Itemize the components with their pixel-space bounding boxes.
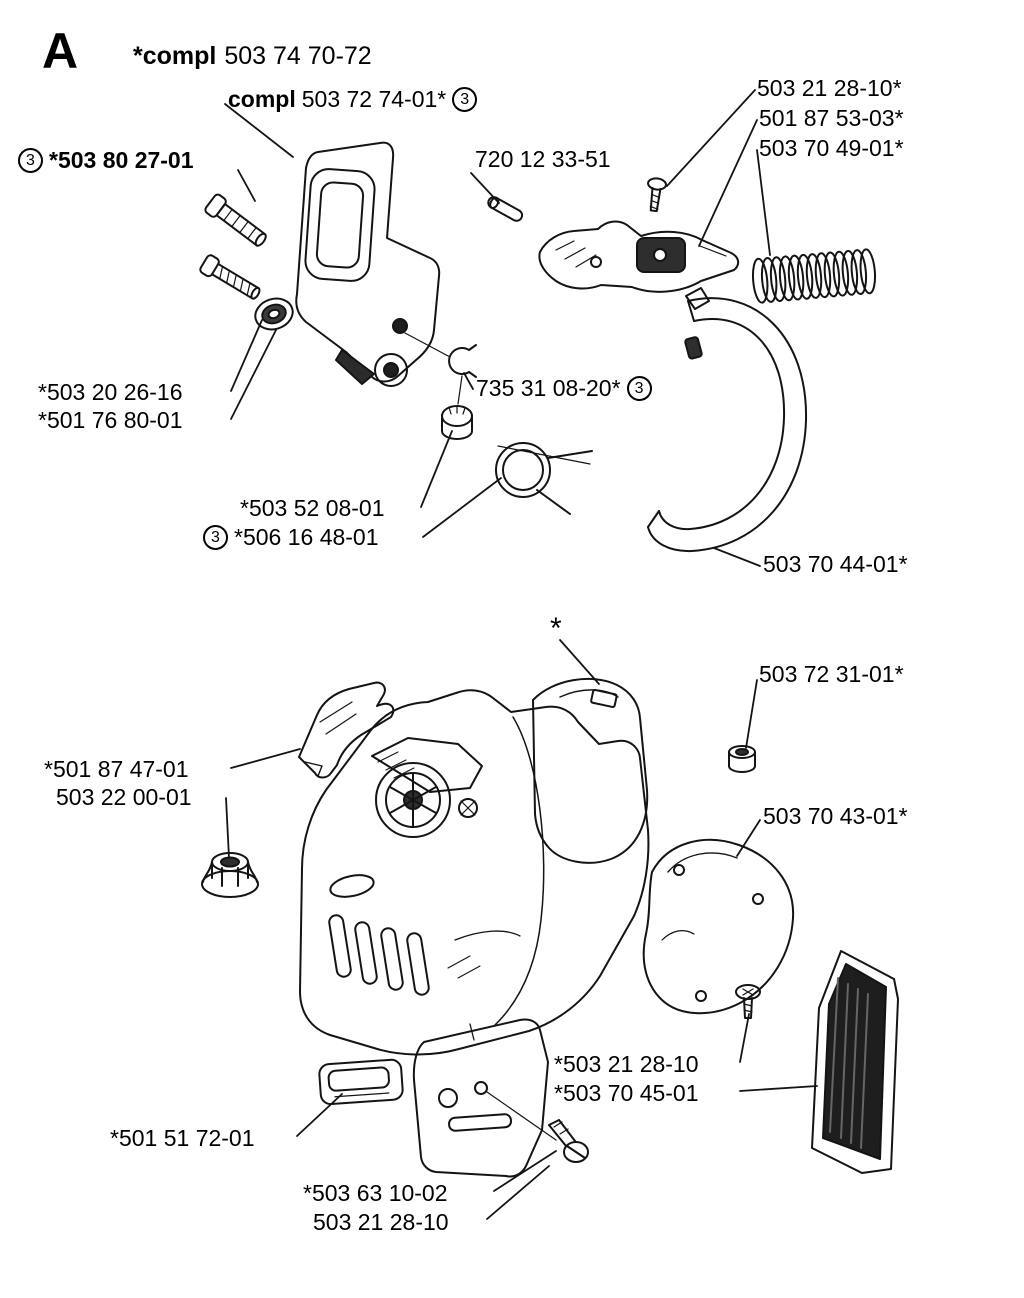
asterisk-note: *	[550, 612, 562, 646]
part-label-735-31-08-20: 735 31 08-20* 3	[476, 375, 652, 402]
label-text: *503 63 10-02	[303, 1180, 448, 1206]
guard-screw-part	[204, 193, 267, 247]
part-label-503-80-27-01: 3 *503 80 27-01	[18, 147, 194, 174]
front-hand-guard	[295, 141, 441, 387]
guard-screw-threaded-part	[199, 254, 261, 300]
flange-nut-part	[201, 852, 259, 898]
axis-line-guard	[404, 332, 451, 358]
screw-axis-line	[486, 1091, 557, 1141]
guard-plate-part	[811, 950, 899, 1174]
part-label-503-52-08-01: *503 52 08-01	[240, 495, 385, 522]
part-label-503-70-45-01: *503 70 45-01	[554, 1080, 699, 1107]
label-text: *503 52 08-01	[240, 495, 385, 521]
inner-cover-part	[532, 677, 649, 864]
label-text: 720 12 33-51	[475, 146, 611, 172]
assembly-header: *compl 503 74 70-72	[133, 42, 372, 71]
brake-lever-part	[538, 220, 740, 293]
label-text: *506 16 48-01	[234, 524, 379, 550]
clutch-cover-part	[299, 689, 650, 1056]
rubber-foot-part	[318, 1058, 404, 1106]
part-label-503-72-74-01: compl 503 72 74-01* 3	[228, 86, 478, 113]
torsion-spring-part	[495, 442, 593, 515]
guard-washer-part	[254, 297, 294, 331]
label-text: *	[550, 612, 562, 645]
e-clip-part	[448, 344, 477, 378]
part-label-720-12-33-51: 720 12 33-51	[475, 146, 611, 173]
label-text: 503 21 28-10	[313, 1209, 449, 1235]
coil-spring-part	[751, 248, 877, 304]
label-text: 503 70 43-01*	[763, 803, 908, 829]
assembly-header-number: 503 74 70-72	[224, 42, 372, 70]
leader-lines	[224, 89, 818, 1220]
part-label-503-21-28-10-mid: *503 21 28-10	[554, 1051, 699, 1078]
part-label-503-21-28-10-bottom: 503 21 28-10	[313, 1209, 449, 1236]
circled-3-icon: 3	[452, 87, 478, 112]
label-text: 503 70 49-01*	[759, 135, 904, 161]
bar-plate-part	[412, 1018, 549, 1178]
part-label-503-63-10-02: *503 63 10-02	[303, 1180, 448, 1207]
circled-3-icon: 3	[203, 525, 228, 550]
part-label-503-22-00-01: 503 22 00-01	[56, 784, 192, 811]
side-cover-part	[642, 838, 795, 1015]
part-label-503-70-49-01: 503 70 49-01*	[759, 135, 904, 162]
circled-3-icon: 3	[18, 148, 43, 173]
label-text: 503 72 31-01*	[759, 661, 904, 687]
label-text: 503 72 74-01*	[301, 86, 447, 112]
label-text: 503 22 00-01	[56, 784, 192, 810]
part-label-501-51-72-01: *501 51 72-01	[110, 1125, 255, 1152]
label-text: *501 87 47-01	[44, 756, 189, 782]
lever-screw-part	[647, 177, 667, 213]
bushing-part	[728, 745, 756, 773]
label-text: 503 21 28-10*	[757, 75, 902, 101]
assembly-header-compl: *compl	[133, 42, 217, 70]
part-label-501-87-53-03: 501 87 53-03*	[759, 105, 904, 132]
part-label-503-72-31-01: 503 72 31-01*	[759, 661, 904, 688]
part-label-501-87-47-01: *501 87 47-01	[44, 756, 189, 783]
pivot-pin-part	[487, 196, 524, 222]
part-label-506-16-48-01: 3 *506 16 48-01	[203, 524, 379, 551]
label-text: 503 70 44-01*	[763, 551, 908, 577]
label-text: *501 76 80-01	[38, 407, 183, 433]
part-label-503-20-26-16: *503 20 26-16	[38, 379, 183, 406]
part-label-501-76-80-01: *501 76 80-01	[38, 407, 183, 434]
brake-band-part	[647, 287, 808, 553]
label-text: *501 51 72-01	[110, 1125, 255, 1151]
label-text: 735 31 08-20*	[476, 375, 621, 401]
label-text: *503 70 45-01	[554, 1080, 699, 1106]
part-label-503-21-28-10-top: 503 21 28-10*	[757, 75, 902, 102]
plunger-part	[441, 405, 473, 440]
label-text: *503 80 27-01	[49, 147, 194, 173]
label-text: *503 20 26-16	[38, 379, 183, 405]
label-text: 501 87 53-03*	[759, 105, 904, 131]
axis-line-plunger	[457, 375, 463, 405]
label-text-compl: compl	[228, 86, 296, 112]
circled-3-icon: 3	[626, 376, 652, 401]
part-label-503-70-44-01: 503 70 44-01*	[763, 551, 908, 578]
label-text: *503 21 28-10	[554, 1051, 699, 1077]
cover-screw-part	[735, 984, 761, 1019]
section-letter: A	[42, 23, 79, 79]
part-label-503-70-43-01: 503 70 43-01*	[763, 803, 908, 830]
bracket-part	[298, 681, 395, 779]
bar-plate-screw-part	[548, 1119, 589, 1163]
